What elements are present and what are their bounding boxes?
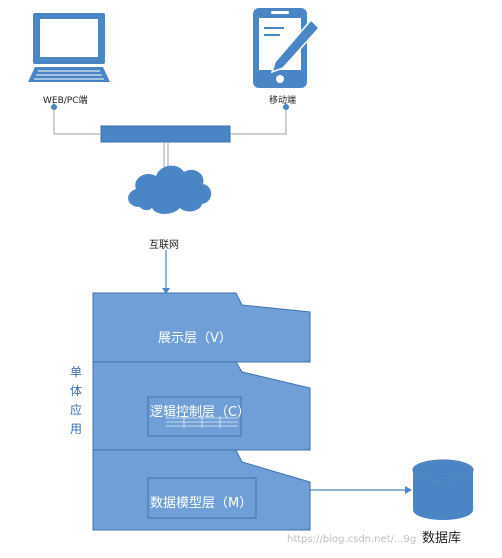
mobile-label: 移动端	[269, 96, 297, 106]
view-layer-shape	[92, 292, 311, 363]
database-arrow-head	[405, 486, 412, 494]
database-label: 数据库	[422, 531, 462, 546]
client-connectors	[53, 103, 287, 135]
controller-grid-lines	[166, 416, 238, 428]
desktop-computer-icon	[28, 13, 110, 82]
gateway-bar	[100, 125, 231, 143]
web-connector-dot	[51, 104, 57, 110]
model-inner-box	[147, 477, 257, 519]
web-pc-label: WEB/PC端	[43, 96, 88, 106]
internet-label: 互联网	[149, 240, 179, 251]
controller-layer-label: 逻辑控制层（C）	[150, 405, 251, 420]
arrow-head	[162, 288, 170, 294]
controller-inner-box	[147, 396, 242, 437]
side-label-char-3: 应	[69, 403, 82, 417]
watermark-text: https://blog.csdn.net/...9g	[287, 534, 417, 545]
side-label-char-1: 单	[69, 365, 82, 379]
database-cylinder-icon	[412, 459, 474, 520]
side-label-char-2: 体	[69, 384, 82, 398]
internet-cloud-icon	[128, 165, 212, 214]
view-layer-label: 展示层（V）	[158, 331, 232, 346]
model-layer-label: 数据模型层（M）	[150, 496, 253, 511]
mobile-device-icon	[253, 8, 321, 88]
mobile-connector-dot	[283, 104, 289, 110]
side-label-char-4: 用	[69, 422, 82, 436]
